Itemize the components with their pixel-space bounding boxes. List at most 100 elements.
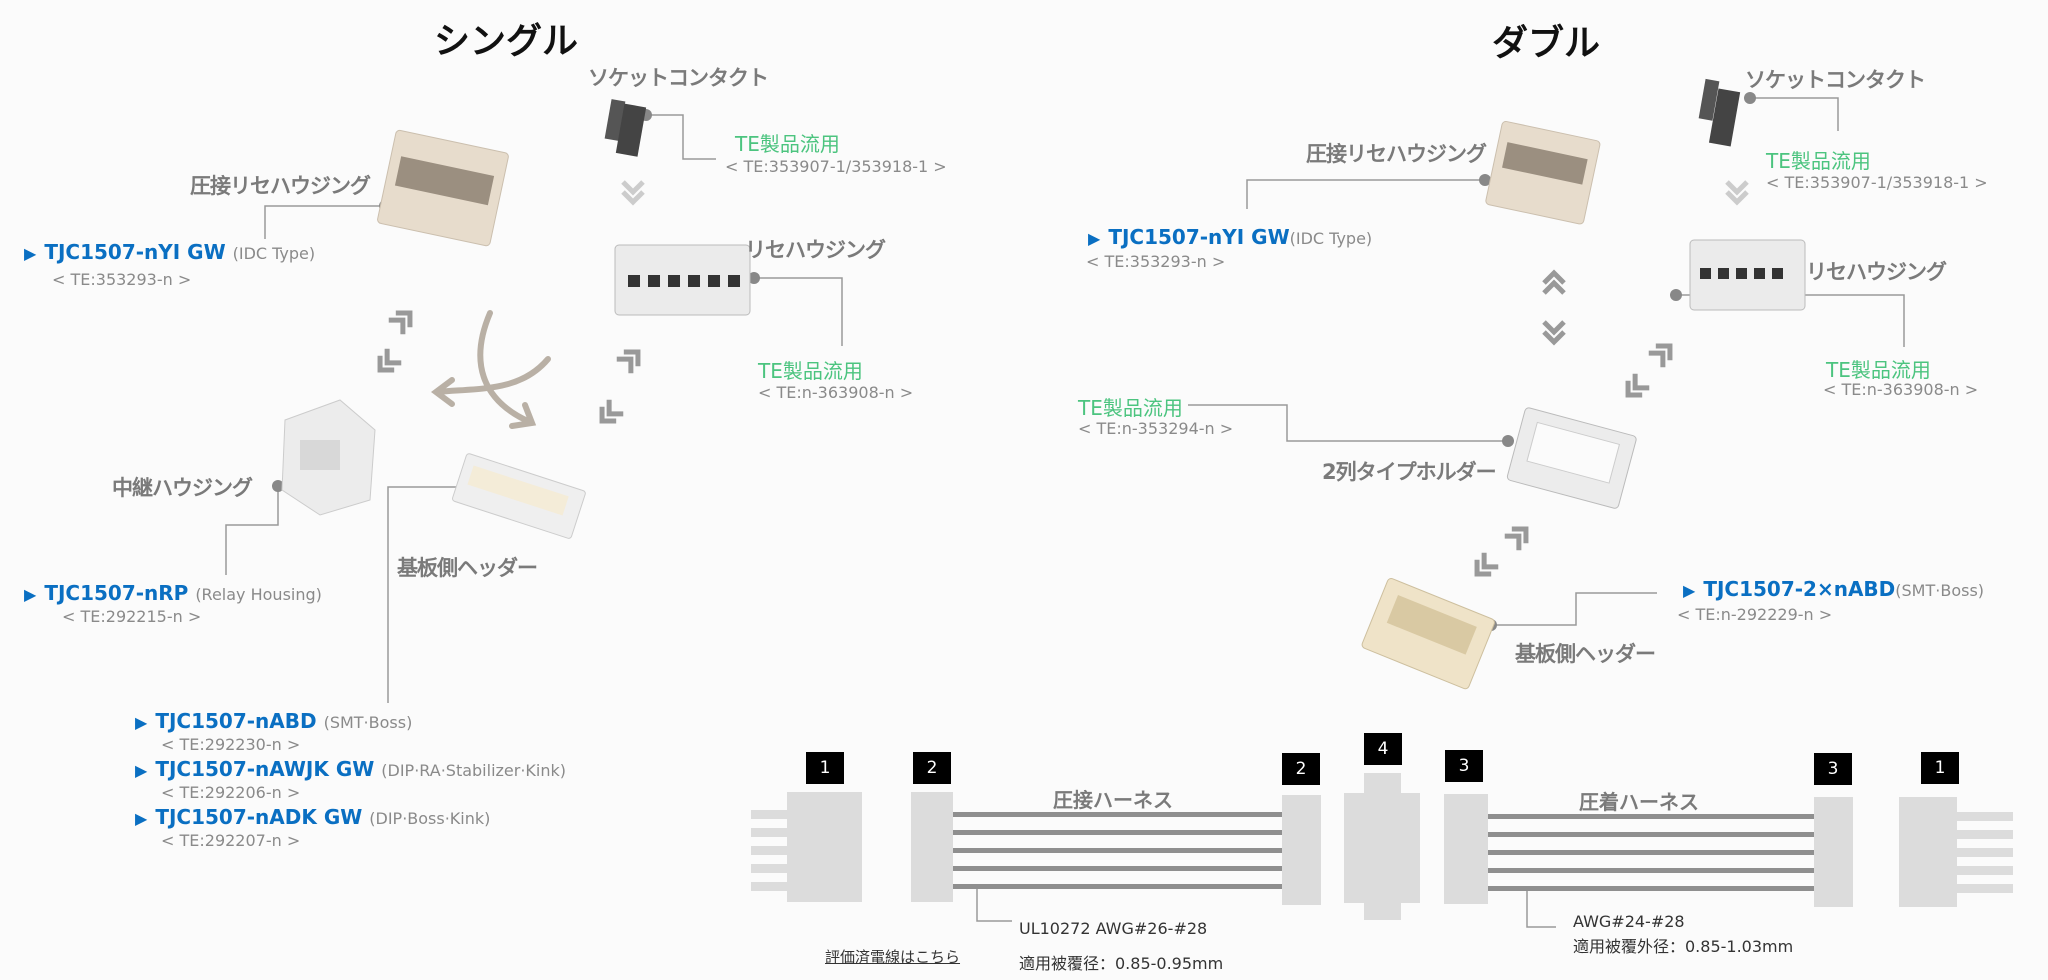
connector-pin [751,828,787,837]
triangle-icon: ▶ [1088,229,1101,248]
crimp-harness-label: 圧着ハーネス [1579,790,1699,814]
product-type: (IDC Type) [232,244,316,263]
te-part-number: < TE:n-353294-n > [1078,419,1234,438]
te-part-number: < TE:n-292229-n > [1677,605,1833,624]
anchor-dot [272,480,284,492]
crimp-od-spec: 適用被覆外径：0.85-1.03mm [1573,937,1794,956]
number-badge: 1 [806,752,844,784]
product-type: (DIP·Boss·Kink) [369,809,491,828]
connector-pin [1957,866,2013,875]
chevron-arrow-icon [621,180,645,196]
te-part-number: < TE:292207-n > [161,831,301,850]
chevron-arrow-icon [1542,269,1566,285]
product-type: (DIP·RA·Stabilizer·Kink) [381,761,566,780]
chevron-arrow-icon [599,406,617,424]
board-header-image [452,453,586,539]
product-name: TJC1507-nYI GW [44,240,226,264]
wire [953,812,1282,817]
chevron-arrow-icon [621,190,645,206]
product-link-header-3[interactable]: ▶ TJC1507-nADK GW (DIP·Boss·Kink) [135,805,490,829]
evaluated-wire-link[interactable]: 評価済電線はこちら [825,948,961,966]
triangle-icon: ▶ [135,761,148,780]
product-link-idc[interactable]: ▶TJC1507-nYI GW(IDC Type) [1088,225,1372,249]
double-row-holder-image [1506,407,1637,509]
wire [953,866,1282,871]
socket-contact-image [604,99,647,157]
number-badge: 2 [913,752,951,784]
chevron-arrow-icon [606,399,624,417]
te-source-label: TE製品流用 [1078,396,1183,420]
product-type: (SMT·Boss) [1895,581,1985,600]
anchor-dot [1502,435,1514,447]
connector-pin [751,882,787,891]
chevron-arrow-icon [1511,526,1529,544]
te-part-number: < TE:292215-n > [62,607,202,626]
product-type: (SMT·Boss) [323,713,413,732]
board-header-label: 基板側ヘッダー [397,556,538,580]
anchor-dot [1479,174,1491,186]
leader-line [1246,179,1485,209]
te-part-number: < TE:n-363908-n > [758,383,914,402]
triangle-icon: ▶ [1683,581,1696,600]
leader-line [264,205,385,239]
wire [1488,886,1814,891]
product-type: (Relay Housing) [195,585,322,604]
product-link-relay[interactable]: ▶ TJC1507-nRP (Relay Housing) [24,581,322,605]
connector-block [1282,795,1321,905]
chevron-arrow-icon [1632,373,1650,391]
chevron-arrow-icon [1655,343,1673,361]
te-source-label: TE製品流用 [735,132,840,156]
triangle-icon: ▶ [135,809,148,828]
product-name: TJC1507-nAWJK GW [155,757,375,781]
product-link-header-1[interactable]: ▶TJC1507-nABD (SMT·Boss) [135,709,412,733]
te-part-number: < TE:353907-1/353918-1 > [725,157,947,176]
te-source-label: TE製品流用 [1766,149,1871,173]
idc-housing-label: 圧接リセハウジング [1306,142,1487,166]
wire [953,830,1282,835]
connector-pin [1957,884,2013,893]
anchor-dot [748,272,760,284]
leader-line [1188,404,1508,442]
chevron-arrow-icon [1625,380,1643,398]
idc-housing-image [377,129,509,247]
wire [953,884,1282,889]
leader-line [1526,887,1556,928]
leader-line [754,277,843,346]
relay-housing-image [281,399,376,516]
triangle-icon: ▶ [24,585,37,604]
chevron-arrow-icon [1542,330,1566,346]
chevron-arrow-icon [395,310,413,328]
product-name: TJC1507-nABD [155,709,317,733]
connector-pin [1957,830,2013,839]
leader-line [976,887,1012,922]
product-name: TJC1507-nYI GW [1108,225,1290,249]
connector-pin [751,864,787,873]
triangle-icon: ▶ [24,244,37,263]
wire [1488,850,1814,855]
product-link-header-2[interactable]: ▶ TJC1507-nAWJK GW (DIP·RA·Stabilizer·Kin… [135,757,566,781]
number-badge: 3 [1445,750,1483,782]
product-link-idc[interactable]: ▶ TJC1507-nYI GW (IDC Type) [24,240,315,264]
receptacle-housing-image [614,244,751,316]
te-part-number: < TE:n-363908-n > [1823,380,1979,399]
wire [1488,814,1814,819]
idc-housing-image [1485,120,1601,225]
anchor-dot [1744,92,1756,104]
double-row-holder-label: 2列タイプホルダー [1322,460,1497,484]
te-part-number: < TE:353293-n > [52,270,192,289]
connector-block [1899,797,1957,907]
product-name: TJC1507-nRP [44,581,189,605]
leader-line [1491,592,1657,626]
product-link-header[interactable]: ▶ TJC1507-2×nABD(SMT·Boss) [1683,577,1984,601]
chevron-arrow-icon [1725,180,1749,196]
product-name: TJC1507-2×nABD [1703,577,1896,601]
curved-arrow [477,310,533,425]
board-header-label: 基板側ヘッダー [1515,642,1656,666]
idc-od-spec: 適用被覆径：0.85-0.95mm [1019,954,1224,973]
chevron-arrow-icon [623,349,641,367]
chevron-arrow-icon [1504,533,1522,551]
idc-harness-label: 圧接ハーネス [1053,788,1173,812]
product-name: TJC1507-nADK GW [155,805,363,829]
connector-pin [751,846,787,855]
